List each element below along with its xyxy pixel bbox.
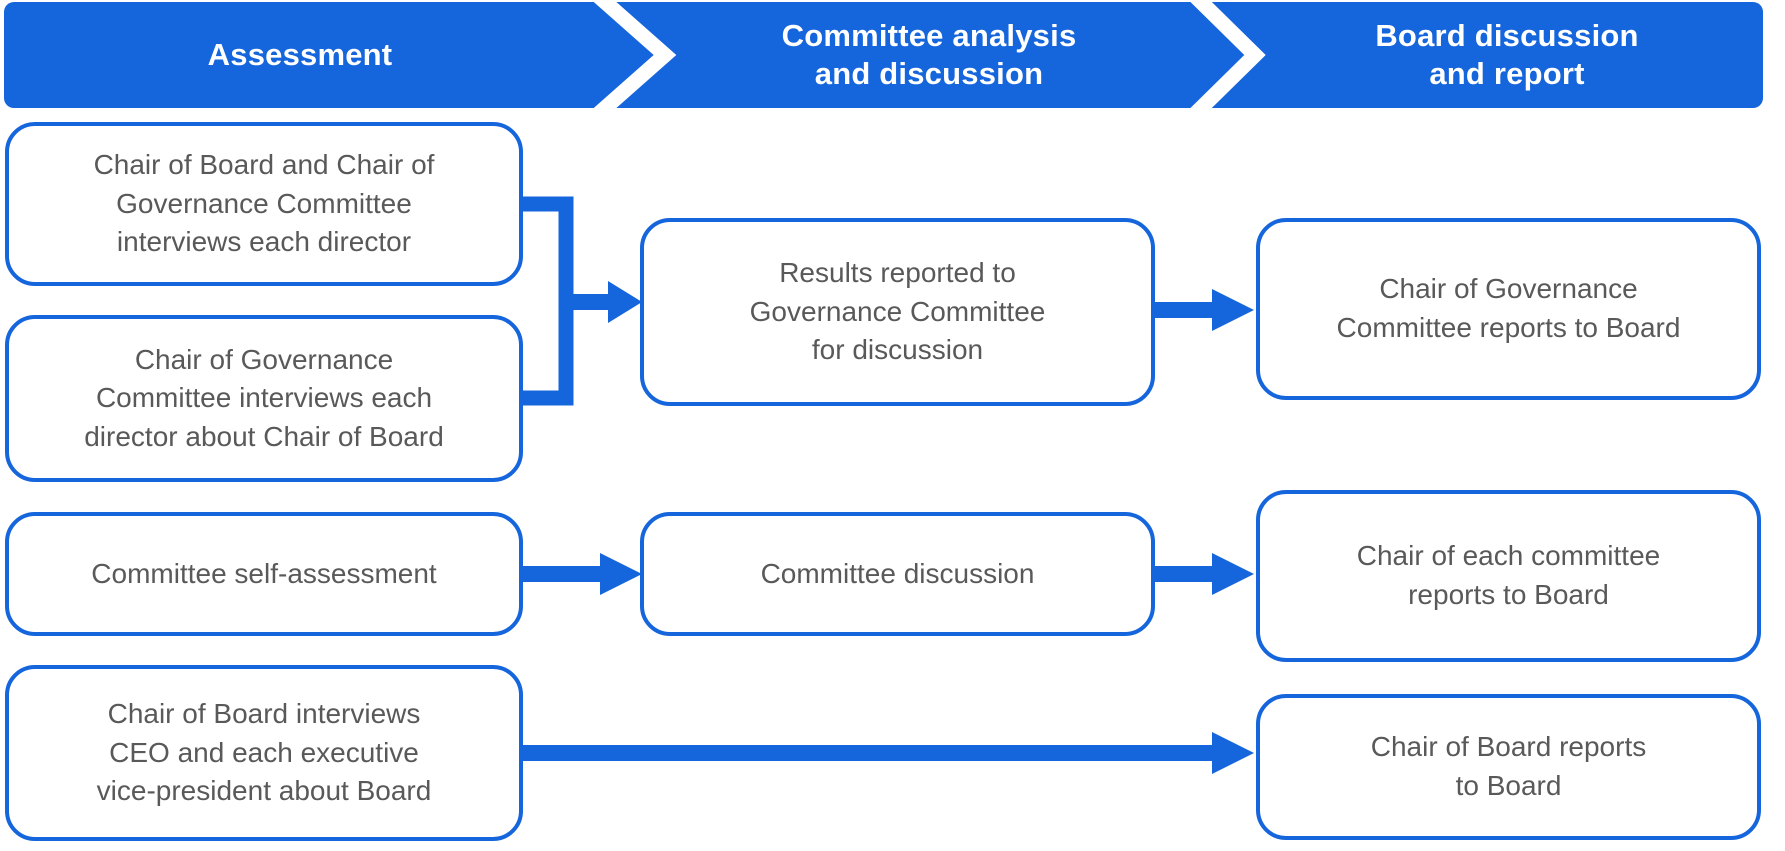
box-committee-chairs-report: Chair of each committee reports to Board [1256, 490, 1761, 662]
stage-header-bar: Assessment Committee analysis and discus… [4, 2, 1763, 108]
stage-label-committee-analysis: Committee analysis and discussion [781, 18, 1077, 91]
stage-label-assessment: Assessment [207, 37, 393, 73]
arrow-selfassessment-to-discussion [522, 553, 642, 595]
box-results-reported: Results reported to Governance Committee… [640, 218, 1155, 406]
box-committee-self-assessment: Committee self-assessment [5, 512, 523, 636]
box-board-chair-reports: Chair of Board reports to Board [1256, 694, 1761, 840]
chevron-right-icon [593, 2, 677, 108]
arrow-interviews-to-boardreport [522, 732, 1254, 774]
merge-bracket-connector [522, 196, 574, 406]
chevron-separators [593, 2, 1266, 108]
box-chair-interviews-executives: Chair of Board interviews CEO and each e… [5, 665, 523, 841]
box-committee-discussion: Committee discussion [640, 512, 1155, 636]
chevron-right-icon [1190, 2, 1266, 108]
arrow-merge-to-results [566, 281, 642, 323]
arrow-discussion-to-report [1155, 553, 1254, 595]
stage-label-board-discussion: Board discussion and report [1375, 18, 1639, 91]
box-governance-chair-reports: Chair of Governance Committee reports to… [1256, 218, 1761, 400]
box-interviews-each-director: Chair of Board and Chair of Governance C… [5, 122, 523, 286]
box-interviews-about-chair: Chair of Governance Committee interviews… [5, 315, 523, 482]
arrow-results-to-report [1155, 289, 1254, 331]
